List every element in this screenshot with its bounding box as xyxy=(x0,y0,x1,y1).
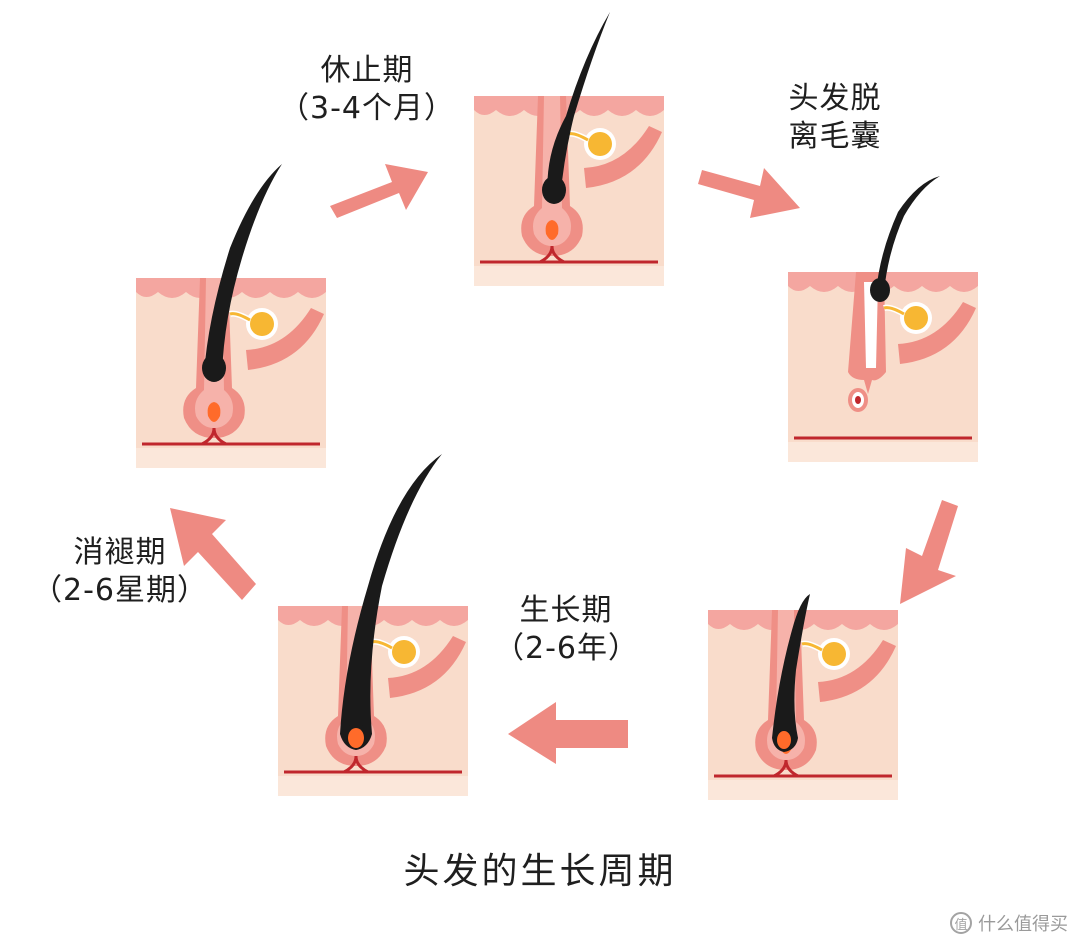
label-telogen-name: 休止期 xyxy=(320,53,414,88)
watermark: 值 什么值得买 xyxy=(950,910,1068,936)
arrow-new-growth-to-anagen xyxy=(508,702,628,764)
label-shedding-line2: 离毛囊 xyxy=(788,119,882,154)
watermark-logo-icon: 值 xyxy=(950,912,972,934)
tile-anagen xyxy=(276,454,470,798)
label-catagen-name: 消褪期 xyxy=(73,535,167,570)
arrow-shedding-to-new-growth xyxy=(900,500,958,604)
label-catagen-duration: （2-6星期） xyxy=(32,573,208,608)
tile-catagen xyxy=(134,164,328,470)
tile-new-growth xyxy=(706,594,900,802)
tile-telogen xyxy=(472,12,666,288)
label-catagen: 消褪期 （2-6星期） xyxy=(30,534,210,610)
watermark-text: 什么值得买 xyxy=(978,914,1068,935)
label-shedding-line1: 头发脱 xyxy=(788,81,882,116)
label-anagen-duration: （2-6年） xyxy=(494,631,639,666)
tile-shedding xyxy=(786,176,980,464)
label-anagen: 生长期 （2-6年） xyxy=(494,592,638,668)
label-shedding: 头发脱 离毛囊 xyxy=(770,80,900,156)
arrow-anagen-to-catagen xyxy=(170,508,256,600)
arrow-telogen-to-shedding xyxy=(698,168,800,218)
label-anagen-name: 生长期 xyxy=(519,593,613,628)
diagram-caption: 头发的生长周期 xyxy=(403,851,677,892)
arrow-catagen-to-telogen xyxy=(330,164,428,218)
label-telogen: 休止期 （3-4个月） xyxy=(278,52,456,128)
label-telogen-duration: （3-4个月） xyxy=(279,91,455,126)
